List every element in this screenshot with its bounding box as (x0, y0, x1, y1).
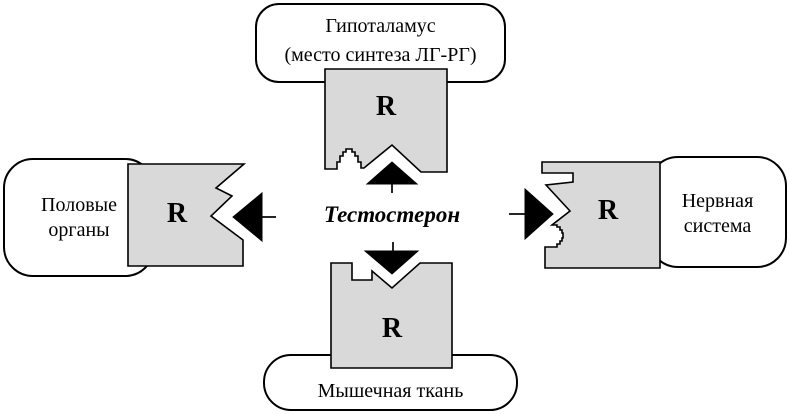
receptor-label-left: R (166, 198, 188, 229)
node-nervous-system: Нервная система (648, 156, 787, 268)
receptor-label-right: R (597, 195, 619, 226)
arrow-up-head (365, 161, 419, 185)
node-nervous-system-line1: Нервная (681, 190, 754, 212)
receptor-shape-bottom (330, 262, 453, 369)
node-sex-organs-line1: Половые (41, 193, 117, 216)
arrow-up (365, 161, 419, 193)
receptor-shape-right (541, 161, 661, 269)
receptor-label-bottom: R (381, 313, 403, 344)
arrow-right (509, 187, 554, 241)
node-hypothalamus-line2: (место синтеза ЛГ-РГ) (284, 44, 477, 66)
receptor-label-top: R (375, 91, 397, 122)
arrow-left-head (232, 191, 263, 243)
receptor-shape-top (324, 68, 448, 173)
arrow-down (363, 242, 420, 275)
node-nervous-system-line2: система (683, 215, 752, 237)
arrow-down-head (363, 250, 420, 275)
receptor-shape-left (127, 163, 247, 267)
arrow-left (232, 191, 276, 243)
node-hypothalamus-line1: Гипоталамус (325, 15, 436, 37)
node-sex-organs-line2: органы (48, 218, 110, 241)
arrow-right-head (524, 187, 554, 241)
testosterone-label: Тестостерон (323, 202, 461, 227)
node-muscle-tissue-line1: Мышечная ткань (317, 380, 464, 402)
